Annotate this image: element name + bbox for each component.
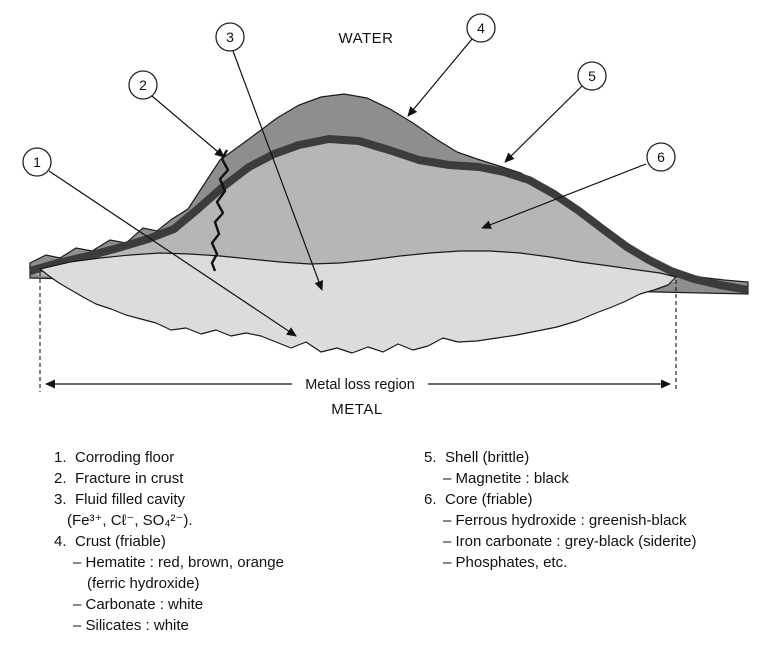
legend-item-6-sub-iron-carbonate: – Iron carbonate : grey-black (siderite)	[443, 533, 697, 550]
legend-item-1-number: 1.	[54, 449, 67, 466]
metal-label: METAL	[331, 401, 382, 418]
callout-5: 5	[577, 61, 607, 91]
shell-layer	[28, 135, 749, 294]
legend-item-3-label: Fluid filled cavity	[75, 491, 186, 508]
callout-3: 3	[215, 22, 245, 52]
legend-right-column: 5. Shell (brittle) – Magnetite : black 6.…	[424, 447, 696, 573]
legend-item-4-sub-hematite-cont: (ferric hydroxide)	[87, 575, 200, 592]
water-label: WATER	[339, 30, 394, 47]
legend-item-4-number: 4.	[54, 533, 67, 550]
legend-item-5: 5. Shell (brittle)	[424, 447, 696, 468]
legend-item-6-label: Core (friable)	[445, 491, 533, 508]
metal-loss-label: Metal loss region	[305, 377, 415, 393]
legend-item-4-sub-hematite: – Hematite : red, brown, orange	[73, 554, 284, 571]
callout-6-number: 6	[657, 149, 665, 165]
core-region	[30, 139, 676, 282]
legend-item-4-sub-silicates: – Silicates : white	[73, 617, 189, 634]
callout-arrow-6	[481, 163, 647, 229]
cavity-region	[39, 250, 677, 354]
legend-item-2: 2. Fracture in crust	[54, 468, 284, 489]
callout-2: 2	[128, 70, 158, 100]
legend-item-3-number: 3.	[54, 491, 67, 508]
legend-item-5-number: 5.	[424, 449, 437, 466]
legend-item-6-sub-ferrous-hydroxide: – Ferrous hydroxide : greenish-black	[443, 512, 687, 529]
legend-item-6: 6. Core (friable)	[424, 489, 696, 510]
tubercle-cross-section-diagram: WATER 1 2 3 4	[22, 13, 749, 418]
legend-item-1-label: Corroding floor	[75, 449, 175, 466]
legend-item-5-sub-magnetite: – Magnetite : black	[443, 470, 569, 487]
callout-arrow-5	[504, 85, 583, 163]
callout-4: 4	[466, 13, 496, 43]
legend-item-6-number: 6.	[424, 491, 437, 508]
legend-item-4: 4. Crust (friable)	[54, 531, 284, 552]
legend-item-2-label: Fracture in crust	[75, 470, 184, 487]
callout-2-number: 2	[139, 77, 147, 93]
callout-6: 6	[646, 142, 676, 172]
callout-1: 1	[22, 147, 52, 177]
callout-5-number: 5	[588, 68, 596, 84]
callout-arrow-1	[48, 170, 297, 337]
callout-arrow-4	[407, 38, 473, 117]
callout-3-number: 3	[226, 29, 234, 45]
legend-item-4-label: Crust (friable)	[75, 533, 166, 550]
legend-item-5-label: Shell (brittle)	[445, 449, 530, 466]
fracture-crack	[210, 149, 230, 272]
legend-item-3: 3. Fluid filled cavity	[54, 489, 284, 510]
legend-item-4-sub-carbonate: – Carbonate : white	[73, 596, 204, 613]
callout-4-number: 4	[477, 20, 485, 36]
callout-arrow-3	[232, 50, 324, 291]
legend-item-3-formula: (Fe³⁺, Cℓ⁻, SO₄²⁻).	[67, 512, 193, 529]
callout-1-number: 1	[33, 154, 41, 170]
legend-item-2-number: 2.	[54, 470, 67, 487]
legend-item-1: 1. Corroding floor	[54, 447, 284, 468]
callout-arrow-2	[151, 95, 225, 158]
legend-left-column: 1. Corroding floor 2. Fracture in crust 3.…	[54, 447, 284, 636]
legend-item-6-sub-phosphates: – Phosphates, etc.	[443, 554, 568, 571]
